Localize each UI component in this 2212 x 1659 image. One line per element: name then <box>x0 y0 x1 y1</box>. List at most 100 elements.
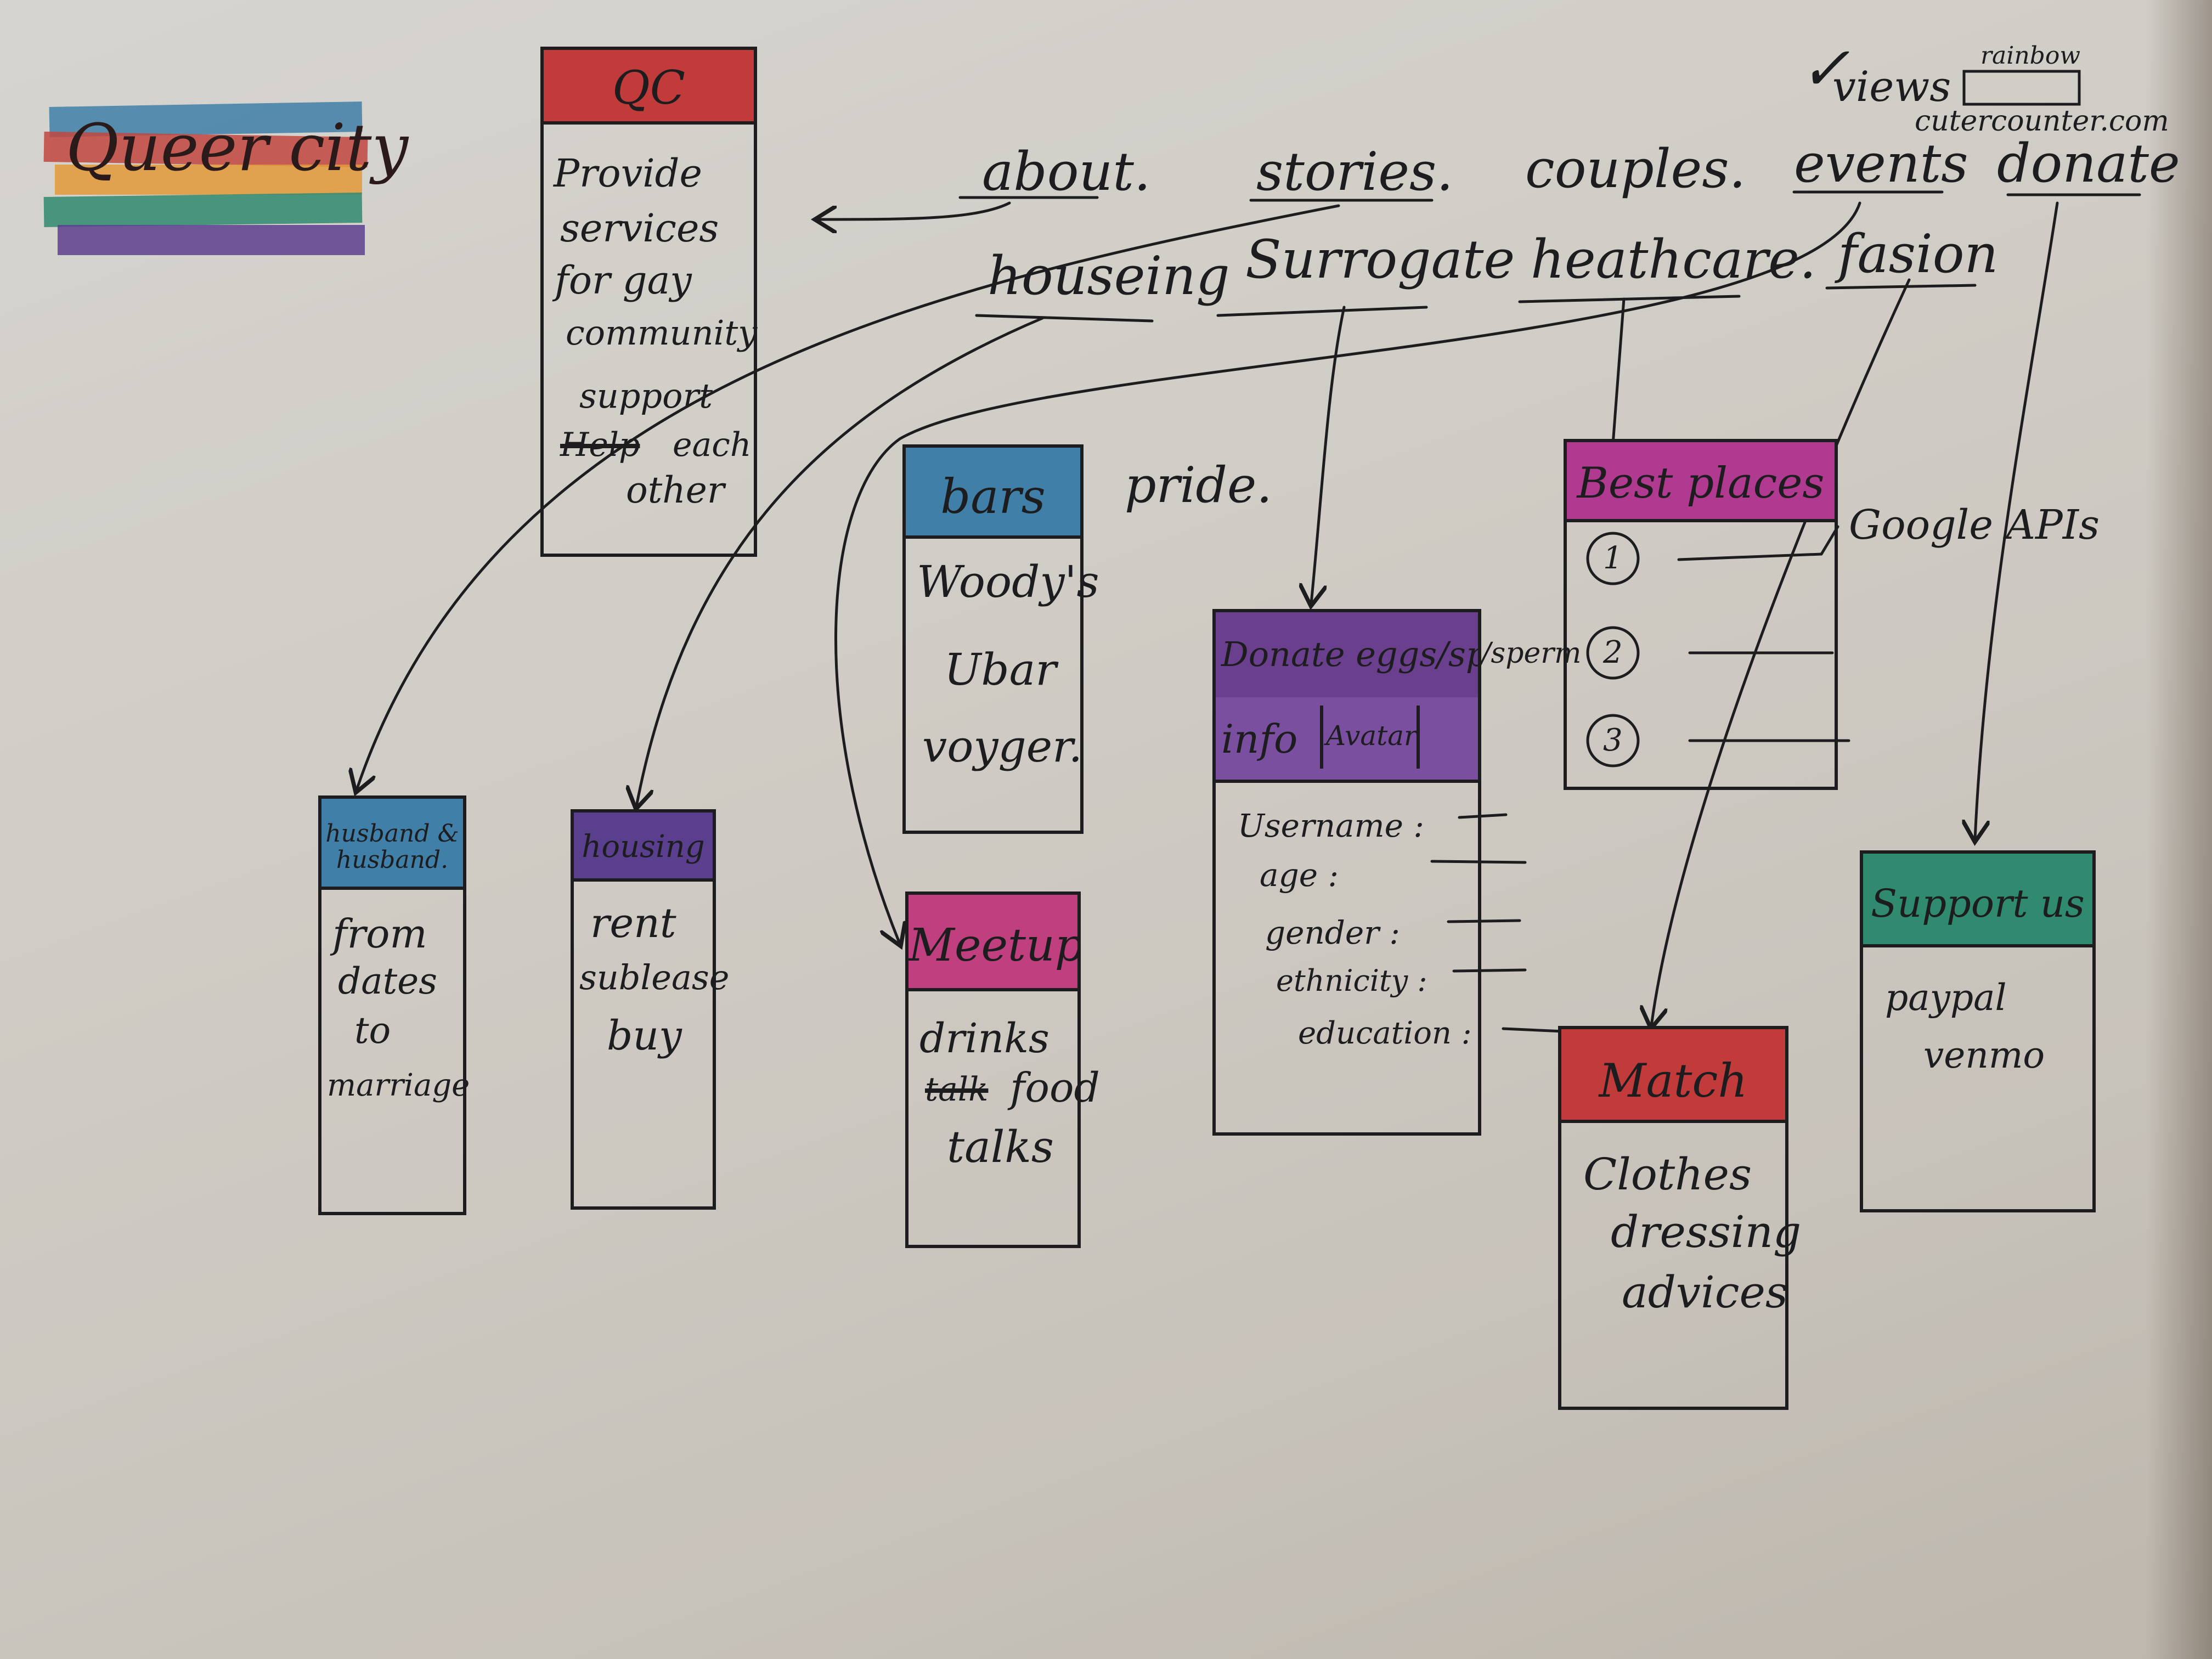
field-gender: gender : <box>1265 914 1400 951</box>
nav-about[interactable]: about. <box>982 141 1151 202</box>
match-line-3: advices <box>1622 1267 1788 1318</box>
best-places-title: Best places <box>1577 459 1825 508</box>
best-places-line-1 <box>1677 552 1823 561</box>
housing-line-1: rent <box>590 900 676 947</box>
support-header: Support us <box>1863 854 2092 947</box>
counter-box <box>1962 70 2081 106</box>
donate-eggs-title: Donate eggs/sperm <box>1221 634 1478 674</box>
rainbow-label: rainbow <box>1980 42 2080 70</box>
nav-events[interactable]: events <box>1794 133 1968 194</box>
bars-line-1: Woody's <box>917 556 1099 607</box>
arrow-donate-to-support <box>1975 201 2059 839</box>
support-title: Support us <box>1871 881 2085 926</box>
best-places-circle-1 <box>1586 532 1640 585</box>
qc-header: QC <box>544 50 754 125</box>
meetup-line-2: food <box>1010 1064 1100 1111</box>
housing-line-3: buy <box>607 1012 682 1059</box>
best-places-circle-3 <box>1586 714 1640 768</box>
info-label: info <box>1221 716 1298 762</box>
housing-title: housing <box>582 829 705 865</box>
match-line-2: dressing <box>1611 1206 1802 1257</box>
field-ethnicity: ethnicity : <box>1276 963 1427 998</box>
meetup-struck: talk <box>925 1070 989 1109</box>
arrow-stories-to-husband <box>357 204 1340 790</box>
best-places-card: Best places <box>1564 439 1838 790</box>
qc-line-6: each <box>673 426 752 464</box>
field-age: age : <box>1260 856 1339 894</box>
qc-line-5: support <box>579 376 713 416</box>
arrow-surrogate-to-donate <box>1311 306 1346 603</box>
check-mark: ✓ <box>1799 33 1850 104</box>
meetup-title: Meetup <box>909 919 1077 972</box>
husband-line-2: dates <box>338 960 438 1002</box>
arrow-fasion-to-match <box>1651 278 1911 1026</box>
qc-card: QC Provide services for gay community su… <box>540 47 757 557</box>
meetup-card: Meetup drinks talk food talks <box>905 891 1100 1248</box>
meetup-header: Meetup <box>909 895 1077 991</box>
qc-line-2: services <box>560 206 719 251</box>
best-places-circle-2 <box>1586 626 1640 680</box>
husband-line-3: to <box>354 1009 391 1052</box>
husband-title: husband & husband. <box>325 820 459 874</box>
field-line-ethnicity <box>1452 968 1527 973</box>
paper-edge-shadow <box>2146 0 2212 1659</box>
underline-surrogate <box>1216 306 1428 317</box>
logo-stripe-green <box>43 192 363 228</box>
qc-line-1: Provide <box>554 151 702 196</box>
donate-eggs-subheader: info Avatar <box>1216 697 1478 783</box>
best-places-item-2: 2 <box>1603 635 1623 670</box>
nav-surrogate[interactable]: Surrogate <box>1245 229 1515 290</box>
logo-stripe-purple <box>58 225 365 255</box>
logo-stripe-orange <box>55 165 362 195</box>
husband-line-4: marriage <box>327 1068 470 1103</box>
sperm-overflow: /sperm <box>1481 637 1582 670</box>
match-card: Match Clothes dressing advices <box>1558 1026 1801 1410</box>
views-label: views <box>1832 62 1951 111</box>
match-line-1: Clothes <box>1583 1149 1752 1200</box>
google-apis-note: Google APIs <box>1849 501 2100 549</box>
nav-couples[interactable]: couples. <box>1525 138 1746 200</box>
qc-line-4: community <box>566 313 758 353</box>
underline-healthcare <box>1518 295 1741 303</box>
arrow-healthcare-to-bestplaces <box>1611 297 1626 446</box>
nav-houseing[interactable]: houseing <box>988 245 1230 307</box>
avatar-slot: Avatar <box>1320 706 1420 769</box>
match-title: Match <box>1599 1054 1748 1108</box>
qc-title: QC <box>612 61 686 115</box>
housing-header: housing <box>574 812 713 882</box>
qc-line-3: for gay <box>555 258 692 303</box>
field-line-gender <box>1447 919 1521 923</box>
line-education-to-match <box>1502 1027 1565 1033</box>
husband-header: husband & husband. <box>321 799 463 890</box>
arrow-about-to-qc <box>817 201 1011 219</box>
best-places-item-3: 3 <box>1603 723 1623 758</box>
underline-fasion <box>1825 284 1977 290</box>
support-card: Support us paypal venmo <box>1860 850 2096 1212</box>
donate-eggs-header: Donate eggs/sperm <box>1216 612 1478 701</box>
husband-line-1: from <box>332 911 427 957</box>
counter-label: cutercounter.com <box>1915 105 2169 138</box>
match-header: Match <box>1561 1029 1785 1123</box>
qc-line-7: other <box>626 469 725 511</box>
nav-donate[interactable]: donate <box>1997 133 2180 194</box>
field-education: education : <box>1298 1015 1472 1051</box>
bars-line-3: voyger. <box>922 721 1082 772</box>
nav-stories[interactable]: stories. <box>1256 141 1453 202</box>
best-places-header: Best places <box>1567 442 1835 522</box>
field-line-username <box>1458 813 1508 819</box>
pride-note: pride. <box>1125 456 1272 514</box>
nav-fasion[interactable]: fasion <box>1838 223 1999 285</box>
meetup-line-3: talks <box>947 1121 1054 1172</box>
housing-card: housing rent sublease buy <box>571 809 729 1210</box>
nav-healthcare[interactable]: heathcare. <box>1531 229 1816 290</box>
underline-houseing <box>975 314 1154 323</box>
bars-card: bars Woody's Ubar voyger. <box>902 444 1099 834</box>
qc-struck: Help <box>560 426 640 464</box>
housing-line-2: sublease <box>579 957 730 997</box>
meetup-line-1: drinks <box>919 1015 1049 1062</box>
bars-title: bars <box>940 470 1046 524</box>
husband-card: husband & husband. from dates to marriag… <box>318 795 470 1215</box>
logo: Queer city <box>43 93 408 263</box>
